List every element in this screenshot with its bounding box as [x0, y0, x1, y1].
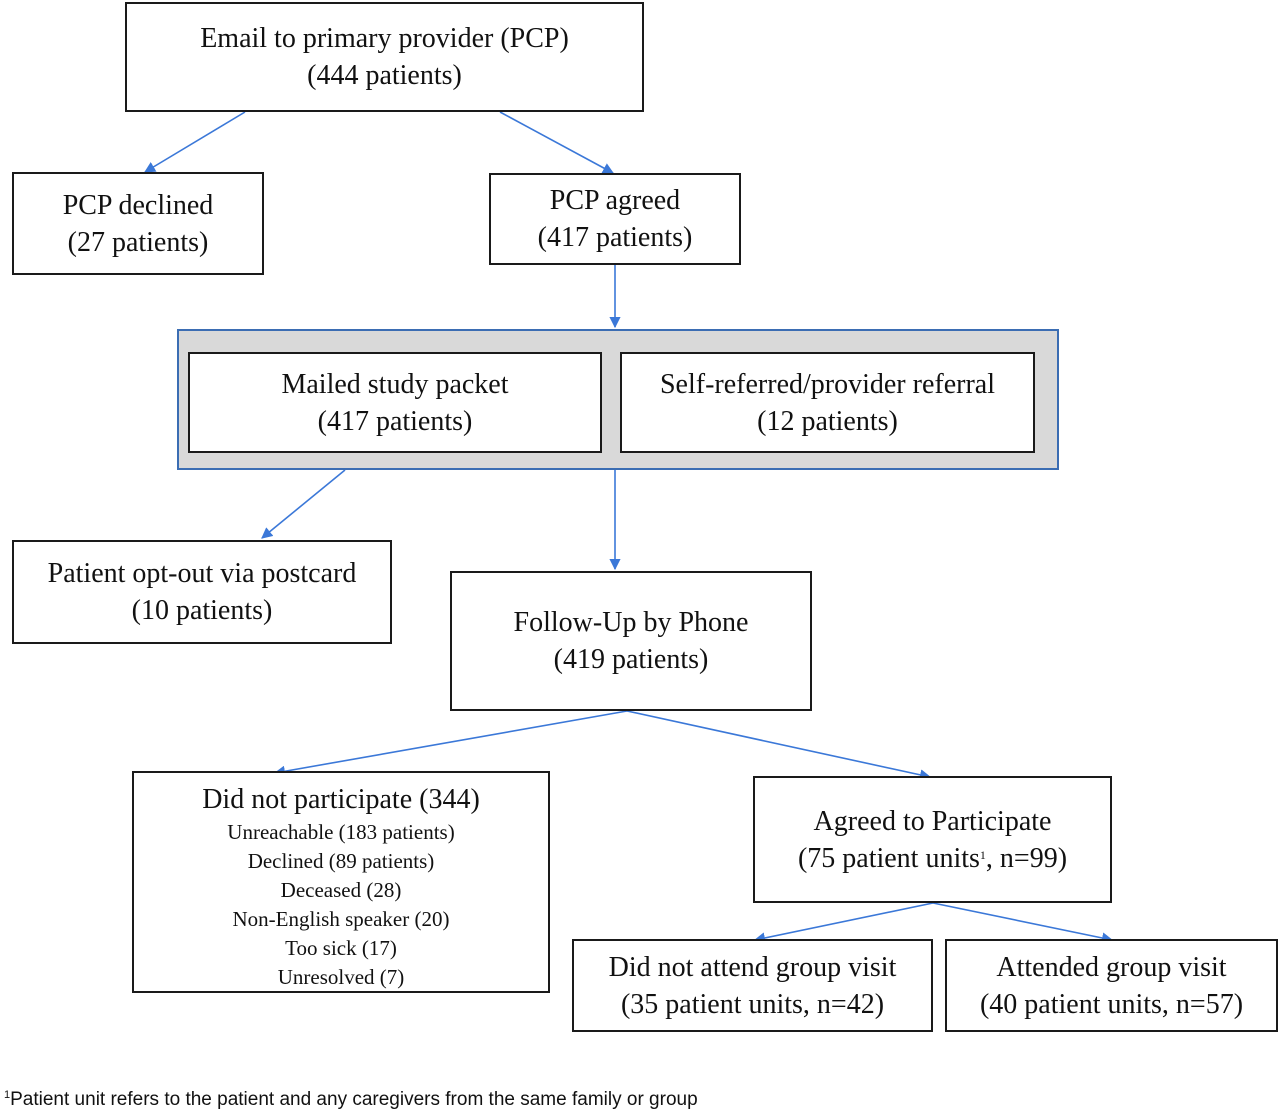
follow-up-title: Follow-Up by Phone: [513, 607, 749, 638]
agreed-count-post: , n=99): [985, 842, 1068, 874]
did-not-attend-box: Did not attend group visit (35 patient u…: [572, 939, 933, 1032]
arrow-email-to-agreed: [499, 111, 614, 174]
reason-item: Non-English speaker (20): [232, 907, 450, 931]
opt-out-count: (10 patients): [131, 595, 273, 626]
follow-up-count: (419 patients): [553, 644, 709, 675]
reason-item: Deceased (28): [280, 878, 402, 902]
footnote: 1Patient unit refers to the patient and …: [4, 1089, 698, 1111]
agreed-title: Agreed to Participate: [813, 805, 1052, 837]
mailed-packet-box: Mailed study packet (417 patients): [188, 352, 602, 453]
pcp-agreed-title: PCP agreed: [549, 185, 681, 216]
mailed-packet-title: Mailed study packet: [281, 368, 509, 400]
footnote-text: Patient unit refers to the patient and a…: [10, 1089, 698, 1110]
attended-count: (40 patient units, n=57): [979, 988, 1244, 1020]
agreed-box: Agreed to Participate (75 patient units1…: [753, 776, 1112, 903]
follow-up-box: Follow-Up by Phone (419 patients): [450, 571, 812, 711]
mailed-packet-count: (417 patients): [317, 405, 473, 437]
did-not-attend-count: (35 patient units, n=42): [620, 988, 885, 1020]
reason-item: Unresolved (7): [277, 965, 405, 989]
self-referred-title: Self-referred/provider referral: [659, 368, 995, 400]
arrow-followup-to-agreed: [626, 710, 932, 781]
self-referred-count: (12 patients): [757, 405, 898, 437]
pcp-agreed-box: PCP agreed (417 patients): [489, 173, 741, 265]
reason-item: Declined (89 patients): [247, 849, 435, 873]
email-box-count: (444 patients): [307, 60, 462, 91]
footnote-marker: 1: [979, 847, 986, 862]
arrow-agreed-to-didnotattend: [753, 902, 934, 944]
footnote-number: 1: [4, 1089, 11, 1101]
attended-box: Attended group visit (40 patient units, …: [945, 939, 1278, 1032]
opt-out-title: Patient opt-out via postcard: [47, 558, 357, 589]
arrow-agreed-to-attended: [932, 902, 1114, 944]
agreed-count: (75 patient units1, n=99): [798, 840, 1067, 877]
arrow-email-to-declined: [144, 111, 246, 173]
arrow-followup-to-didnot: [273, 710, 628, 777]
did-not-participate-title: Did not participate (344): [202, 784, 480, 815]
pcp-declined-title: PCP declined: [62, 189, 214, 221]
email-box-title: Email to primary provider (PCP): [200, 23, 569, 54]
reason-item: Too sick (17): [285, 936, 397, 960]
pcp-agreed-count: (417 patients): [537, 222, 693, 253]
pcp-declined-box: PCP declined (27 patients): [12, 172, 264, 275]
arrow-group-to-optout: [261, 469, 346, 539]
self-referred-box: Self-referred/provider referral (12 pati…: [620, 352, 1035, 453]
agreed-count-pre: (75 patient units: [797, 842, 980, 874]
email-box: Email to primary provider (PCP) (444 pat…: [125, 2, 644, 112]
pcp-declined-count: (27 patients): [67, 226, 209, 258]
did-not-participate-box: Did not participate (344) Unreachable (1…: [132, 771, 550, 993]
reason-item: Unreachable (183 patients): [227, 820, 455, 844]
did-not-attend-title: Did not attend group visit: [608, 951, 897, 983]
attended-title: Attended group visit: [996, 951, 1227, 983]
opt-out-box: Patient opt-out via postcard (10 patient…: [12, 540, 392, 644]
